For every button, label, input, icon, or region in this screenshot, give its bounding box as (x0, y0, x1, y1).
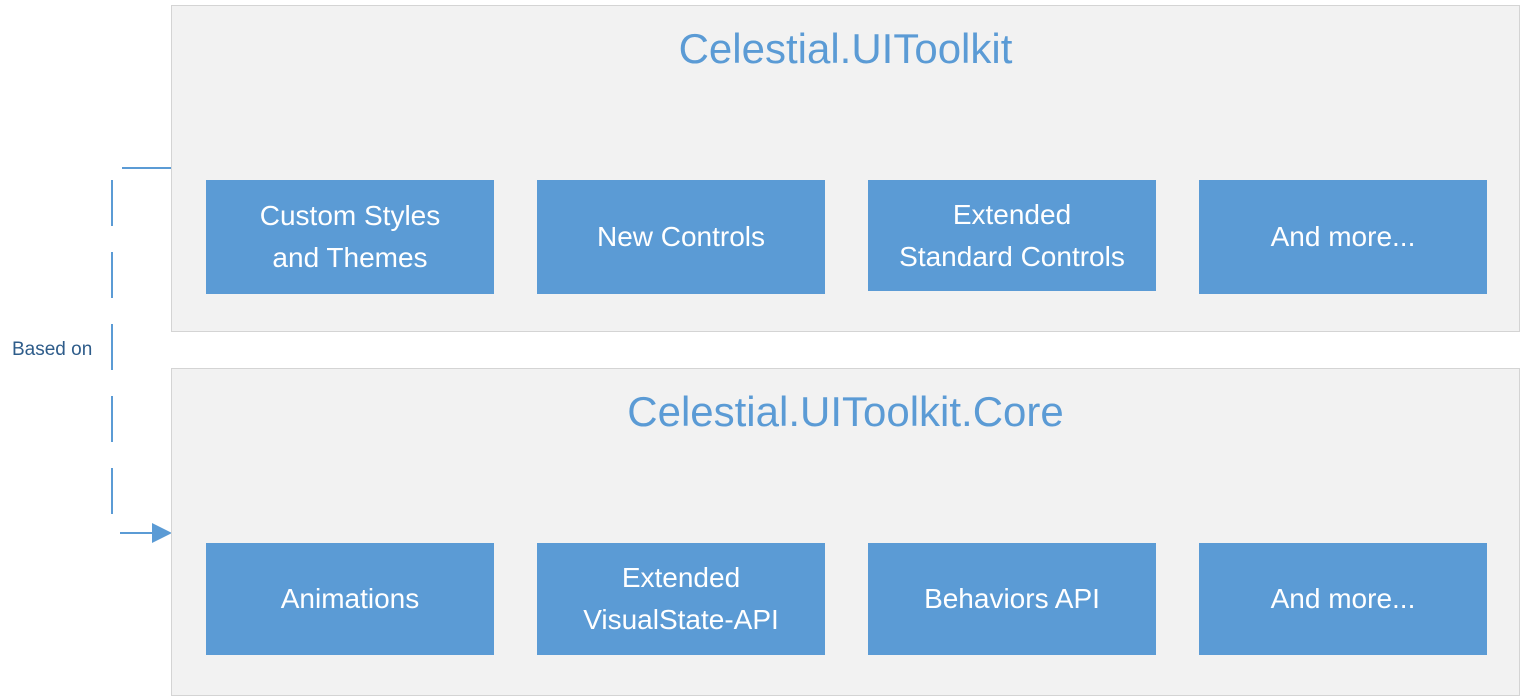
box-label-line: Extended (952, 198, 1072, 230)
bottom-layer-panel: Celestial.UIToolkit.Core Animations Exte… (171, 368, 1520, 696)
custom-styles-box: Custom Styles and Themes (206, 180, 494, 294)
new-controls-box: New Controls (537, 180, 825, 294)
box-label-line: Custom Styles (259, 200, 441, 231)
box-label-line: Standard Controls (899, 240, 1125, 272)
extended-standard-controls-box: Extended Standard Controls (868, 180, 1156, 291)
box-label-line: Extended (621, 562, 741, 593)
top-layer-title: Celestial.UIToolkit (678, 25, 1013, 72)
and-more-box-bottom: And more... (1199, 543, 1487, 655)
box-label-line: Behaviors API (924, 583, 1100, 614)
based-on-label: Based on (12, 339, 93, 360)
box-label-line: And more... (1270, 221, 1416, 252)
box-label-line: and Themes (272, 242, 428, 273)
and-more-box-top: And more... (1199, 180, 1487, 294)
box-label-line: Animations (280, 583, 420, 614)
box-label-line: And more... (1270, 583, 1416, 614)
behaviors-api-box: Behaviors API (868, 543, 1156, 655)
extended-visualstate-api-box: Extended VisualState-API (537, 543, 825, 655)
connector-arrowhead (152, 523, 172, 543)
animations-box: Animations (206, 543, 494, 655)
top-layer-panel: Celestial.UIToolkit Custom Styles and Th… (171, 5, 1520, 332)
based-on-connector (102, 167, 173, 543)
bottom-layer-title: Celestial.UIToolkit.Core (627, 388, 1064, 435)
box-label-line: VisualState-API (583, 604, 779, 635)
box-label-line: New Controls (596, 221, 766, 252)
